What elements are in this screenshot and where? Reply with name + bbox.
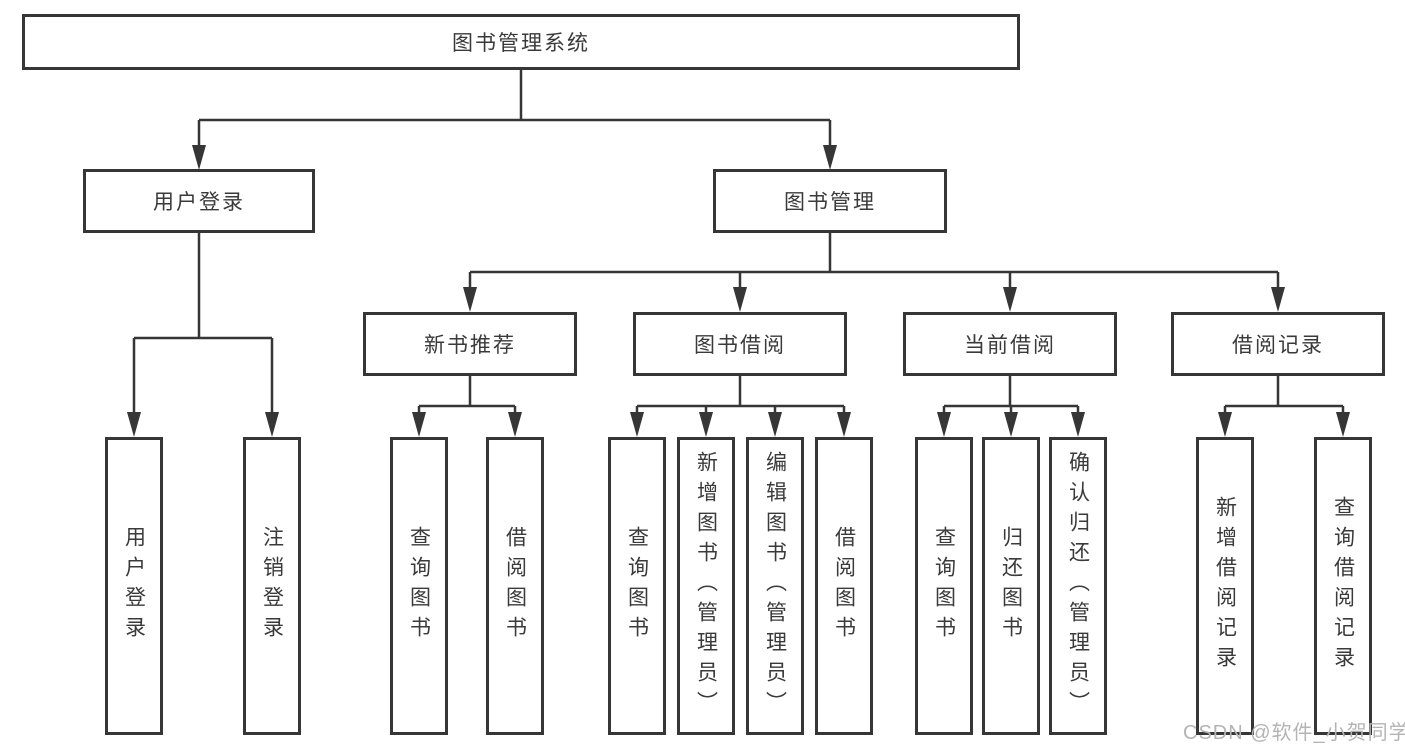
- node-root: 图书管理系统: [22, 14, 1020, 70]
- leaf-br-add-record: 新增借阅记录: [1196, 437, 1254, 735]
- node-book-management: 图书管理: [713, 169, 947, 233]
- leaf-bb-query-books: 查询图书: [608, 437, 666, 735]
- leaf-br-query-record: 查询借阅记录: [1314, 437, 1372, 735]
- node-user-login: 用户登录: [83, 169, 315, 233]
- leaf-cb-query-books: 查询图书: [915, 437, 973, 735]
- node-current-borrowing: 当前借阅: [903, 312, 1117, 376]
- leaf-bb-borrow-books: 借阅图书: [815, 437, 873, 735]
- leaf-nbr-query-books: 查询图书: [390, 437, 448, 735]
- leaf-cb-confirm-return-admin: 确认归还（管理员）: [1049, 437, 1107, 735]
- arrowheads: [127, 145, 1350, 437]
- watermark: CSDN @软件_小贺同学: [1183, 722, 1405, 744]
- leaf-cb-return-books: 归还图书: [982, 437, 1040, 735]
- leaf-user-login: 用户登录: [105, 437, 163, 735]
- node-borrowing-records: 借阅记录: [1171, 312, 1385, 376]
- leaf-logout: 注销登录: [243, 437, 301, 735]
- leaf-bb-edit-books-admin: 编辑图书（管理员）: [746, 437, 804, 735]
- node-new-book-recommendation: 新书推荐: [363, 312, 577, 376]
- leaf-bb-add-books-admin: 新增图书（管理员）: [677, 437, 735, 735]
- leaf-nbr-borrow-books: 借阅图书: [486, 437, 544, 735]
- node-book-borrowing: 图书借阅: [633, 312, 847, 376]
